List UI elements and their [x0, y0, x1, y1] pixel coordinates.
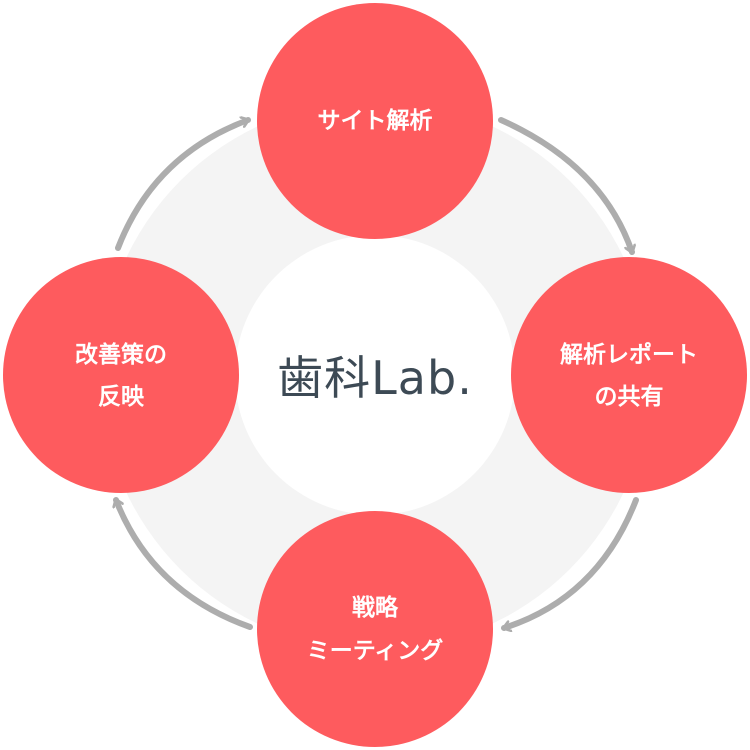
node-right-circle [511, 257, 747, 493]
node-top-label: サイト解析 [318, 107, 433, 134]
center-logo-text: 歯科Lab. [277, 351, 473, 405]
node-left-label-line2: 反映 [98, 384, 145, 410]
node-strategy-meeting: 戦略 ミーティング [257, 511, 493, 747]
node-right-label-line2: の共有 [595, 383, 664, 410]
center-circle [235, 235, 515, 515]
node-bottom-label-line1: 戦略 [352, 594, 399, 621]
node-right-label-line1: 解析レポート [560, 341, 698, 368]
node-report-sharing: 解析レポート の共有 [511, 257, 747, 493]
node-site-analysis: サイト解析 [257, 3, 493, 239]
node-left-label-line1: 改善策の [75, 341, 167, 368]
node-top-circle [257, 3, 493, 239]
node-improvement-reflection: 改善策の 反映 [3, 257, 239, 493]
arrow-right-to-bottom [501, 497, 639, 628]
arrow-bottom-to-left [116, 497, 253, 630]
arrow-left-to-top [115, 120, 251, 251]
node-bottom-label-line2: ミーティング [307, 637, 444, 664]
arrow-top-to-right [498, 117, 632, 255]
node-left-circle [3, 257, 239, 493]
node-bottom-circle [257, 511, 493, 747]
